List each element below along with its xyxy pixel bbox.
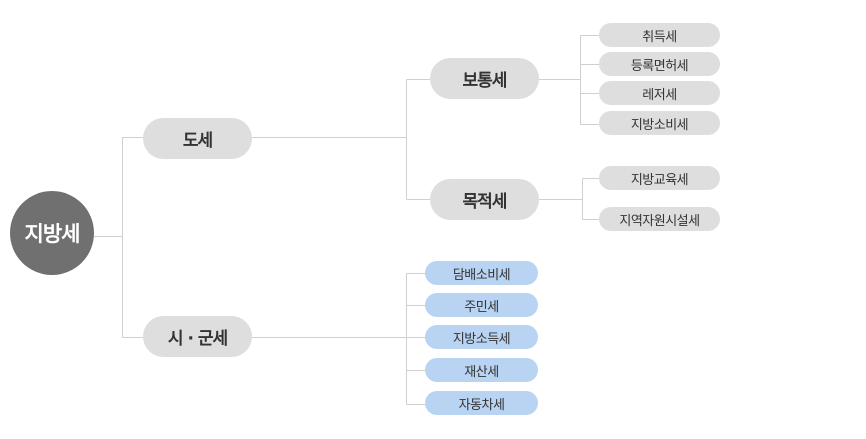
leaf-node: 지방교육세 bbox=[599, 166, 720, 190]
leaf-node: 등록면허세 bbox=[599, 52, 720, 76]
leaf-node: 지역자원시설세 bbox=[599, 207, 720, 231]
line-botong bbox=[539, 35, 599, 125]
line-mokjeok bbox=[539, 178, 599, 220]
root-node: 지방세 bbox=[10, 191, 94, 275]
sigun-item: 담배소비세 bbox=[425, 261, 538, 285]
node-sigunse: 시 · 군세 bbox=[143, 316, 252, 357]
sigun-item: 주민세 bbox=[425, 293, 538, 317]
line-do bbox=[252, 79, 430, 200]
line-sigun bbox=[252, 273, 425, 405]
leaf-node: 취득세 bbox=[599, 23, 720, 47]
sigun-item: 자동차세 bbox=[425, 391, 538, 415]
sigun-item: 재산세 bbox=[425, 358, 538, 382]
node-dose: 도세 bbox=[143, 118, 252, 159]
sigun-item: 지방소득세 bbox=[425, 325, 538, 349]
line-root bbox=[94, 137, 143, 338]
node-mokjeokse: 목적세 bbox=[430, 179, 539, 220]
node-botongse: 보통세 bbox=[430, 58, 539, 99]
leaf-node: 지방소비세 bbox=[599, 111, 720, 135]
leaf-node: 레저세 bbox=[599, 81, 720, 105]
